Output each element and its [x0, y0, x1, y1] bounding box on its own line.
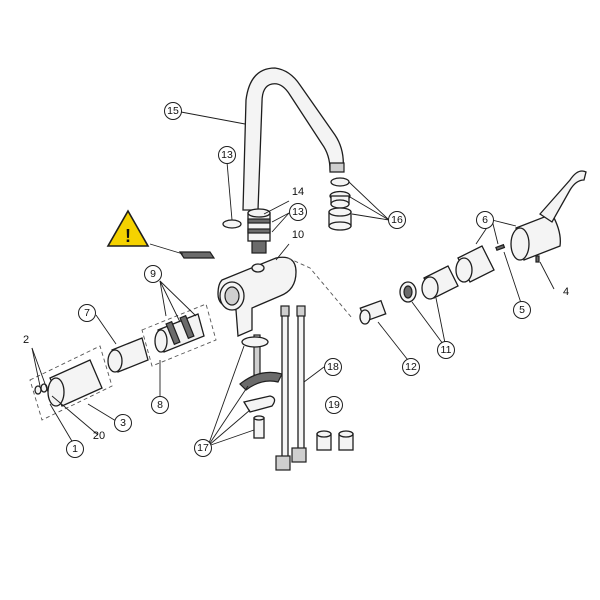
svg-text:7: 7	[84, 307, 90, 319]
spout-base	[222, 208, 271, 254]
callout-19: 19	[325, 396, 343, 414]
aerator-parts	[328, 177, 352, 231]
callout-17: 17	[194, 439, 212, 457]
connectors	[316, 430, 354, 451]
leader-lines	[31, 111, 555, 449]
callout-18: 18	[324, 358, 342, 376]
callout-9: 9	[144, 265, 162, 283]
svg-text:11: 11	[441, 344, 452, 356]
svg-text:18: 18	[327, 361, 339, 373]
svg-text:8: 8	[157, 399, 163, 411]
callout-8: 8	[151, 396, 169, 414]
right-handle-assembly	[359, 170, 587, 325]
svg-text:16: 16	[391, 214, 403, 226]
callout-2: 2	[23, 334, 29, 346]
svg-text:15: 15	[167, 105, 179, 117]
callout-16: 16	[388, 211, 406, 229]
svg-text:6: 6	[482, 214, 488, 226]
callout-15: 15	[164, 102, 182, 120]
callout-11: 11	[437, 341, 455, 359]
left-cartridge-assembly	[29, 303, 217, 421]
svg-text:13: 13	[221, 149, 233, 161]
callout-13-lower: 13	[289, 203, 307, 221]
callout-5: 5	[513, 301, 531, 319]
svg-text:17: 17	[197, 442, 209, 454]
flexible-hoses	[275, 305, 307, 471]
callout-3: 3	[114, 414, 132, 432]
callout-1: 1	[66, 440, 84, 458]
callout-6: 6	[476, 211, 494, 229]
warning-exclamation: !	[125, 226, 131, 246]
callout-12: 12	[402, 358, 420, 376]
svg-text:5: 5	[519, 304, 525, 316]
callout-14: 14	[292, 186, 304, 198]
valve-body	[217, 256, 353, 337]
warning-triangle	[106, 209, 150, 247]
svg-text:9: 9	[150, 268, 156, 280]
callout-10: 10	[292, 229, 304, 241]
svg-text:13: 13	[292, 206, 304, 218]
svg-text:3: 3	[120, 417, 126, 429]
callout-13-upper: 13	[218, 146, 236, 164]
callout-20: 20	[93, 430, 105, 442]
spout	[242, 67, 345, 211]
svg-text:1: 1	[72, 443, 78, 455]
warning-sign: !	[106, 209, 216, 259]
svg-text:19: 19	[328, 399, 340, 411]
svg-text:12: 12	[405, 361, 417, 373]
callout-4: 4	[563, 286, 569, 298]
callout-7: 7	[78, 304, 96, 322]
mounting-parts	[239, 334, 283, 439]
